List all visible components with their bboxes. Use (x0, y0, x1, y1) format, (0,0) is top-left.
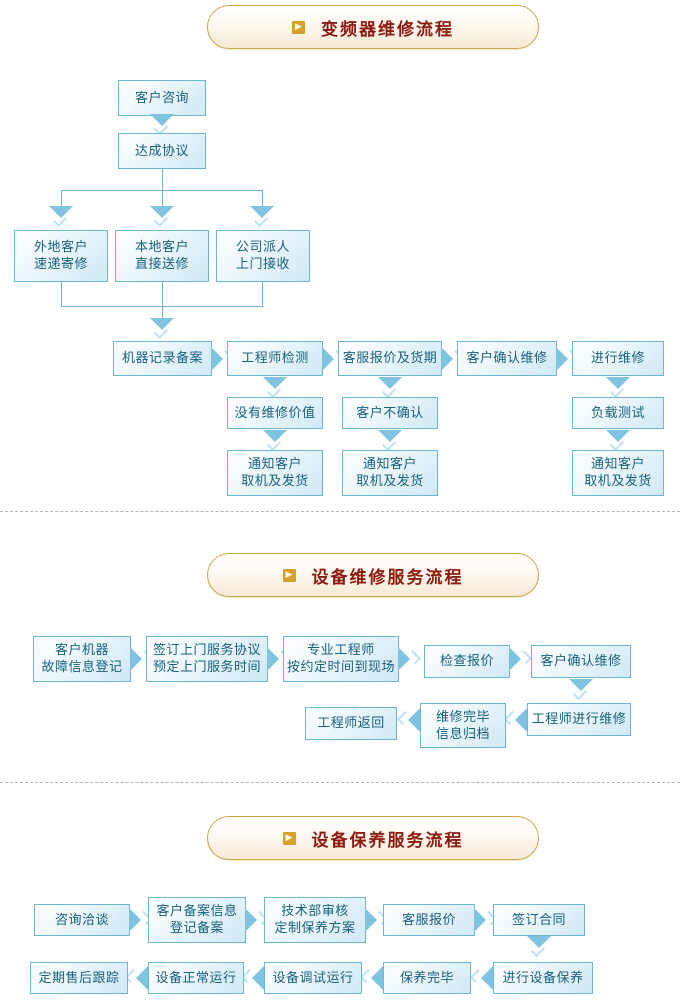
section-header-equipment-maintenance-service: ▶ 设备保养服务流程 (207, 816, 539, 860)
arrow-down-icon (378, 430, 402, 452)
flow-node-notify-customer-pickup-c[interactable]: 通知客户 取机及发货 (572, 450, 664, 496)
chevron-right-icon: ▶ (292, 20, 305, 34)
flow-node-inspect-and-quote[interactable]: 检查报价 (424, 645, 510, 678)
arrow-down-icon (569, 679, 593, 701)
arrow-down-icon (250, 206, 274, 228)
arrow-down-icon (527, 936, 551, 958)
flow-node-customer-inquiry[interactable]: 客户咨询 (118, 80, 206, 116)
arrow-left-icon (469, 966, 493, 990)
flow-node-tech-review-maintenance-plan[interactable]: 技术部审核 定制保养方案 (264, 897, 366, 943)
flow-node-notify-customer-pickup-a[interactable]: 通知客户 取机及发货 (227, 450, 323, 496)
flow-node-sign-contract[interactable]: 签订合同 (493, 904, 585, 936)
flow-node-customer-filing-registration[interactable]: 客户备案信息 登记备案 (148, 897, 246, 943)
arrow-right-icon (556, 347, 580, 371)
arrow-down-icon (263, 430, 287, 452)
connector-line (162, 190, 163, 208)
flow-node-load-test[interactable]: 负载测试 (572, 397, 664, 429)
arrow-down-icon (606, 377, 630, 399)
arrow-down-icon (49, 206, 73, 228)
arrow-left-icon (124, 966, 148, 990)
flow-node-consultation[interactable]: 咨询洽谈 (34, 904, 130, 936)
chevron-right-icon: ▶ (282, 568, 296, 582)
flow-node-company-onsite-pickup[interactable]: 公司派人 上门接收 (216, 230, 310, 282)
section-divider (0, 511, 680, 512)
connector-line (162, 282, 163, 306)
flow-node-repair-done-archive[interactable]: 维修完毕 信息归档 (420, 703, 506, 748)
section-title: 变频器维修流程 (321, 19, 454, 40)
chevron-right-icon: ▶ (282, 831, 296, 845)
flow-node-reach-agreement[interactable]: 达成协议 (118, 133, 206, 169)
section-header-inverter-repair: ▶ 变频器维修流程 (207, 5, 539, 49)
connector-line (162, 169, 163, 191)
arrow-down-icon (150, 206, 174, 228)
flow-node-equipment-normal-operation[interactable]: 设备正常运行 (148, 962, 244, 994)
flow-node-local-customer-dropoff[interactable]: 本地客户 直接送修 (115, 230, 209, 282)
flow-node-engineer-performs-repair[interactable]: 工程师进行维修 (527, 703, 631, 736)
arrow-down-icon (263, 377, 287, 399)
section-header-equipment-repair-service: ▶ 设备维修服务流程 (207, 553, 539, 597)
flow-node-perform-repair[interactable]: 进行维修 (572, 341, 664, 376)
flow-node-equipment-trial-run[interactable]: 设备调试运行 (264, 962, 362, 994)
flow-node-service-quote[interactable]: 客服报价 (383, 904, 475, 936)
flow-node-engineer-arrive-onsite[interactable]: 专业工程师 按约定时间到现场 (283, 636, 399, 682)
flow-node-customer-confirm-repair[interactable]: 客户确认维修 (457, 341, 557, 376)
arrow-down-icon (606, 430, 630, 452)
flow-node-perform-maintenance[interactable]: 进行设备保养 (493, 962, 593, 994)
arrow-right-icon (322, 347, 346, 371)
arrow-right-icon (398, 647, 422, 671)
flow-node-notify-customer-pickup-b[interactable]: 通知客户 取机及发货 (342, 450, 438, 496)
flow-node-engineer-returns[interactable]: 工程师返回 (305, 707, 397, 740)
section-title: 设备保养服务流程 (311, 830, 464, 851)
flow-node-remote-customer-express[interactable]: 外地客户 速递寄修 (14, 230, 108, 282)
section-divider (0, 782, 680, 783)
flow-node-customer-machine-fault-log[interactable]: 客户机器 故障信息登记 (33, 636, 131, 682)
arrow-left-icon (503, 708, 527, 732)
flow-node-engineer-inspection[interactable]: 工程师检测 (227, 341, 323, 376)
section-title: 设备维修服务流程 (311, 567, 464, 588)
arrow-right-icon (441, 347, 465, 371)
arrow-down-icon (150, 318, 174, 340)
connector-line (61, 282, 62, 306)
flow-node-periodic-followup[interactable]: 定期售后跟踪 (30, 962, 128, 994)
arrow-down-icon (378, 377, 402, 399)
arrow-left-icon (240, 966, 264, 990)
flow-node-customer-confirm-repair-2[interactable]: 客户确认维修 (531, 645, 631, 678)
flow-node-service-quote-leadtime[interactable]: 客服报价及货期 (338, 341, 442, 376)
connector-line (162, 306, 163, 320)
flow-node-customer-not-confirm[interactable]: 客户不确认 (342, 397, 438, 429)
flow-node-no-repair-value[interactable]: 没有维修价值 (227, 397, 323, 429)
connector-line (262, 282, 263, 306)
connector-line (61, 190, 62, 208)
arrow-left-icon (359, 966, 383, 990)
flow-node-maintenance-complete[interactable]: 保养完毕 (383, 962, 471, 994)
flow-node-machine-record-filing[interactable]: 机器记录备案 (113, 341, 212, 376)
flow-node-sign-onsite-agreement[interactable]: 签订上门服务协议 预定上门服务时间 (146, 636, 268, 682)
arrow-right-icon (474, 908, 498, 932)
arrow-right-icon (509, 647, 533, 671)
arrow-right-icon (211, 347, 235, 371)
arrow-down-icon (150, 114, 174, 136)
arrow-right-icon (130, 647, 154, 671)
connector-line (262, 190, 263, 208)
arrow-left-icon (396, 708, 420, 732)
arrow-right-icon (245, 908, 269, 932)
arrow-right-icon (267, 647, 291, 671)
arrow-right-icon (129, 908, 153, 932)
arrow-right-icon (365, 908, 389, 932)
